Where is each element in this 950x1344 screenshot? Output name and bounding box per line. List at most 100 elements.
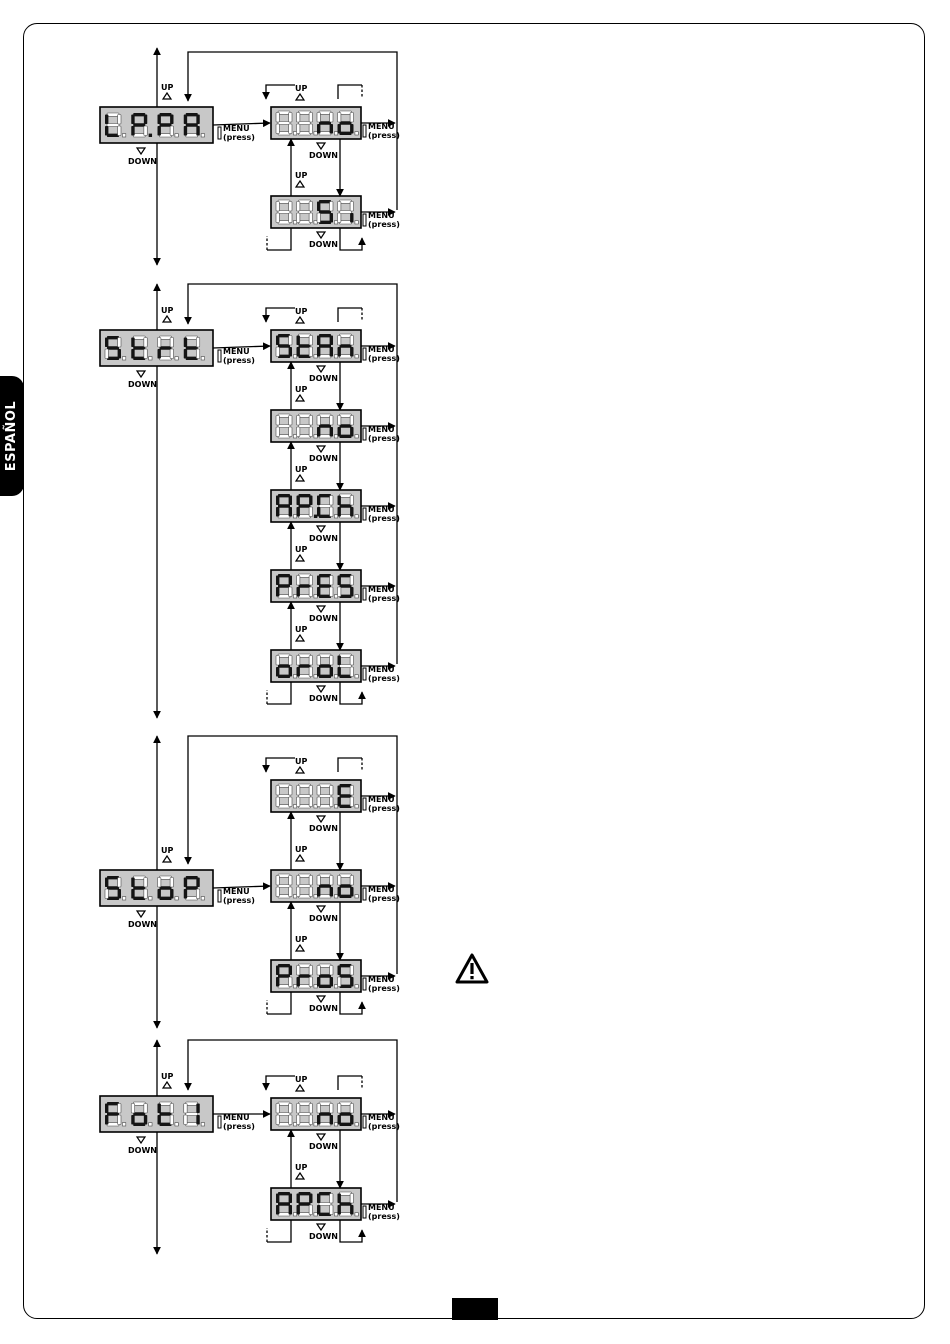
connector-line bbox=[337, 1075, 362, 1090]
option-display-stop-0 bbox=[270, 779, 362, 813]
option-display-strt-0 bbox=[270, 329, 362, 363]
up-triangle-icon bbox=[294, 943, 306, 952]
menu-label: MENU bbox=[368, 345, 395, 354]
up-label: UP bbox=[295, 545, 307, 554]
up-triangle-icon bbox=[294, 393, 306, 402]
connector-line bbox=[339, 682, 366, 705]
up-triangle-icon bbox=[161, 91, 173, 100]
connector-line bbox=[339, 992, 366, 1015]
menu-button-icon bbox=[362, 213, 367, 227]
connector-line bbox=[339, 228, 366, 251]
menu-button-icon bbox=[217, 1115, 222, 1129]
option-display-lppa-1 bbox=[270, 195, 362, 229]
menu-button-icon bbox=[362, 1205, 367, 1219]
connector-line bbox=[212, 342, 271, 351]
press-label: (press) bbox=[368, 674, 400, 683]
option-display-strt-2 bbox=[270, 489, 362, 523]
option-display-lppa-0 bbox=[270, 106, 362, 140]
menu-label: MENU bbox=[368, 1113, 395, 1122]
press-label: (press) bbox=[368, 131, 400, 140]
up-triangle-icon bbox=[161, 1080, 173, 1089]
up-triangle-icon bbox=[294, 92, 306, 101]
press-label: (press) bbox=[223, 1122, 255, 1131]
up-label: UP bbox=[161, 83, 173, 92]
menu-label: MENU bbox=[368, 505, 395, 514]
down-label: DOWN bbox=[309, 374, 338, 383]
down-triangle-icon bbox=[315, 605, 327, 614]
menu-label: MENU bbox=[368, 425, 395, 434]
press-label: (press) bbox=[368, 984, 400, 993]
menu-label: MENU bbox=[368, 885, 395, 894]
press-label: (press) bbox=[368, 1122, 400, 1131]
up-label: UP bbox=[161, 846, 173, 855]
down-label: DOWN bbox=[309, 151, 338, 160]
page-number-box bbox=[452, 1298, 498, 1320]
up-label: UP bbox=[295, 307, 307, 316]
menu-label: MENU bbox=[368, 975, 395, 984]
down-label: DOWN bbox=[128, 920, 157, 929]
param-display-lppa bbox=[99, 106, 214, 144]
option-display-strt-1 bbox=[270, 409, 362, 443]
menu-button-icon bbox=[362, 427, 367, 441]
up-triangle-icon bbox=[294, 179, 306, 188]
down-label: DOWN bbox=[309, 1142, 338, 1151]
menu-button-icon bbox=[362, 887, 367, 901]
down-triangle-icon bbox=[315, 1223, 327, 1232]
down-triangle-icon bbox=[315, 995, 327, 1004]
press-label: (press) bbox=[368, 354, 400, 363]
up-triangle-icon bbox=[294, 1083, 306, 1092]
up-label: UP bbox=[295, 465, 307, 474]
press-label: (press) bbox=[368, 804, 400, 813]
down-triangle-icon bbox=[315, 142, 327, 151]
up-label: UP bbox=[295, 171, 307, 180]
up-label: UP bbox=[295, 935, 307, 944]
connector-line bbox=[262, 1075, 295, 1091]
down-triangle-icon bbox=[315, 1133, 327, 1142]
option-display-stop-2 bbox=[270, 959, 362, 993]
menu-label: MENU bbox=[368, 122, 395, 131]
up-label: UP bbox=[295, 1075, 307, 1084]
connector-line bbox=[339, 1220, 366, 1243]
warning-triangle-icon bbox=[455, 953, 489, 984]
connector-line bbox=[184, 51, 398, 210]
up-label: UP bbox=[295, 1163, 307, 1172]
menu-label: MENU bbox=[368, 585, 395, 594]
down-label: DOWN bbox=[309, 1004, 338, 1013]
down-label: DOWN bbox=[309, 824, 338, 833]
language-tab bbox=[0, 376, 24, 496]
down-triangle-icon bbox=[135, 1136, 147, 1145]
down-label: DOWN bbox=[128, 1146, 157, 1155]
connector-line bbox=[267, 1220, 292, 1243]
menu-button-icon bbox=[362, 507, 367, 521]
down-label: DOWN bbox=[309, 534, 338, 543]
option-display-strt-3 bbox=[270, 569, 362, 603]
menu-button-icon bbox=[362, 587, 367, 601]
connector-line bbox=[337, 757, 362, 772]
down-label: DOWN bbox=[128, 157, 157, 166]
up-triangle-icon bbox=[161, 854, 173, 863]
param-display-fot1 bbox=[99, 1095, 214, 1133]
menu-button-icon bbox=[362, 347, 367, 361]
down-triangle-icon bbox=[135, 370, 147, 379]
up-triangle-icon bbox=[294, 315, 306, 324]
down-label: DOWN bbox=[309, 694, 338, 703]
press-label: (press) bbox=[368, 594, 400, 603]
press-label: (press) bbox=[223, 356, 255, 365]
option-display-fot1-0 bbox=[270, 1097, 362, 1131]
menu-label: MENU bbox=[223, 347, 250, 356]
menu-label: MENU bbox=[368, 795, 395, 804]
up-triangle-icon bbox=[294, 553, 306, 562]
press-label: (press) bbox=[368, 514, 400, 523]
down-triangle-icon bbox=[135, 910, 147, 919]
connector-line bbox=[262, 84, 295, 100]
up-triangle-icon bbox=[294, 853, 306, 862]
up-triangle-icon bbox=[294, 765, 306, 774]
menu-label: MENU bbox=[368, 1203, 395, 1212]
down-label: DOWN bbox=[309, 1232, 338, 1241]
connector-line bbox=[262, 307, 295, 323]
menu-label: MENU bbox=[368, 665, 395, 674]
down-triangle-icon bbox=[315, 685, 327, 694]
option-display-strt-4 bbox=[270, 649, 362, 683]
menu-button-icon bbox=[217, 349, 222, 363]
